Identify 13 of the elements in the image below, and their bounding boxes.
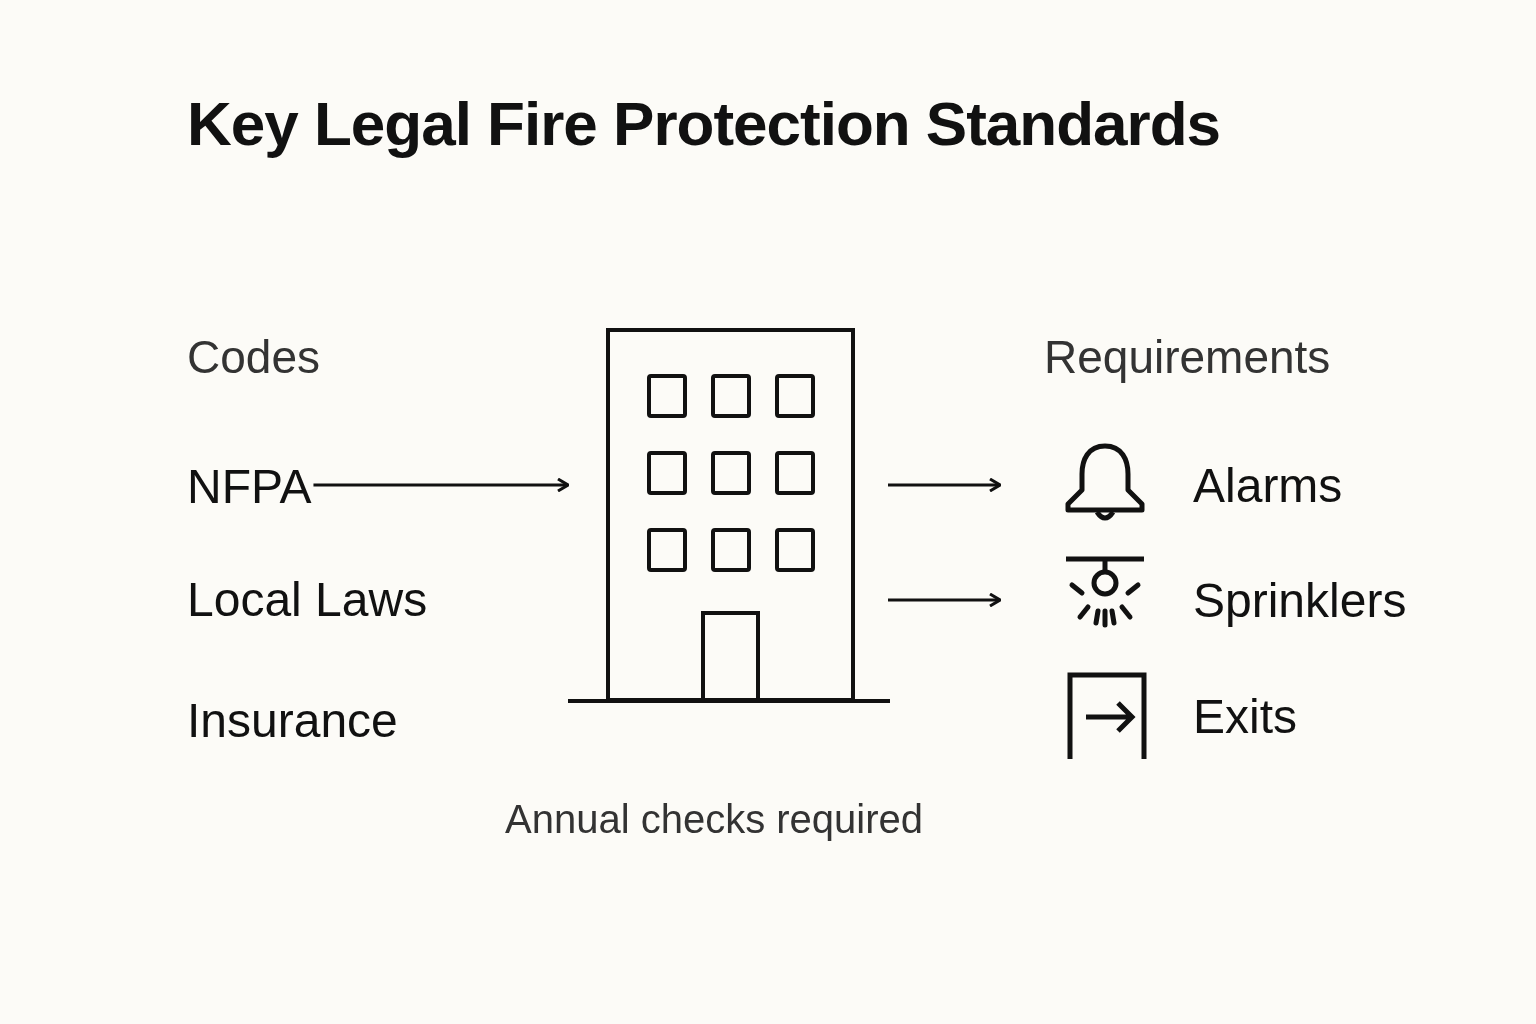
title: Key Legal Fire Protection Standards <box>187 88 1221 159</box>
note: Annual checks required <box>505 797 924 842</box>
requirement-item: Alarms <box>1193 457 1343 513</box>
arrow <box>888 592 1002 608</box>
arrow <box>888 477 1002 493</box>
requirement-item: Sprinklers <box>1193 572 1407 628</box>
arrow <box>313 477 570 493</box>
column-heading: Codes <box>187 330 320 384</box>
code-label: Insurance <box>187 693 398 748</box>
column-heading: Requirements <box>1044 330 1331 384</box>
code-label: Local Laws <box>187 572 428 627</box>
requirement-item: Exits <box>1193 688 1297 744</box>
code-label: NFPA <box>187 458 312 514</box>
